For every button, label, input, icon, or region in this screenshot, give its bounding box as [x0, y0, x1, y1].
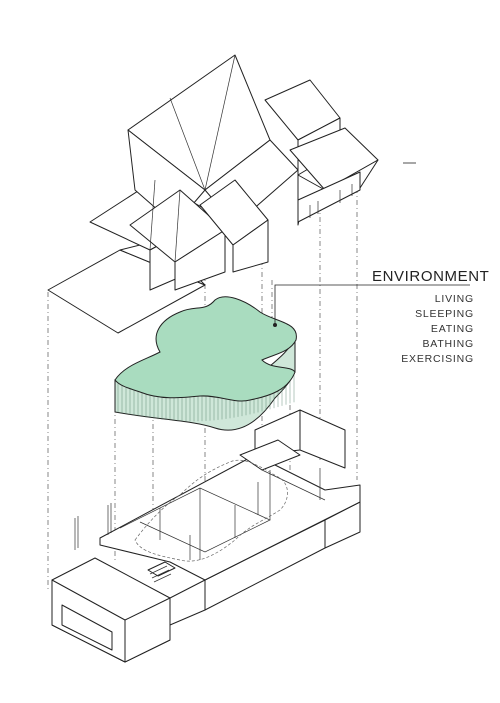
house-roof: [47, 54, 379, 334]
environment-volume-top: [114, 296, 297, 402]
stair: [147, 561, 176, 583]
floor-plan: [51, 409, 361, 663]
activity-item: BATHING: [422, 338, 474, 350]
environment-title: ENVIRONMENT: [372, 268, 490, 285]
activity-item: EATING: [430, 323, 474, 335]
activity-item: SLEEPING: [415, 308, 474, 320]
environment-volume: [114, 296, 297, 431]
leader-line: [274, 284, 470, 325]
environment-activity-list: LIVING SLEEPING EATING BATHING EXERCISIN…: [401, 292, 474, 367]
activity-item: EXERCISING: [401, 353, 474, 365]
leader-dot: [273, 323, 277, 327]
activity-item: LIVING: [434, 293, 474, 305]
